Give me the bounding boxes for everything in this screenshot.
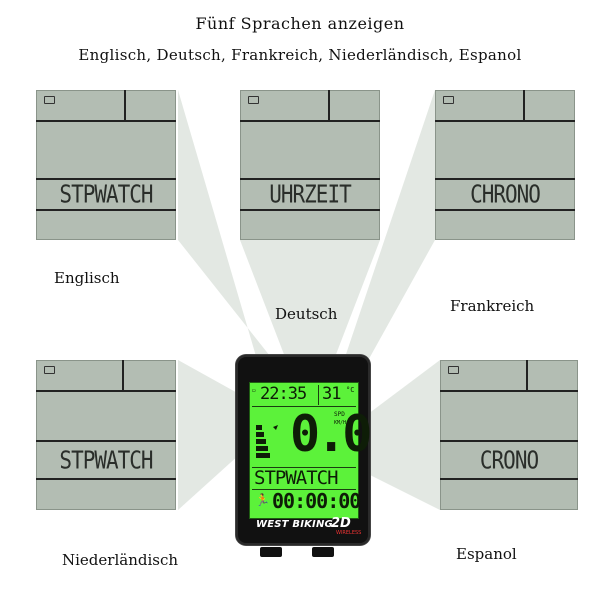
- battery-icon: [248, 96, 259, 104]
- title: Fünf Sprachen anzeigen: [195, 14, 405, 33]
- lcd-screen-german: UHRZEIT: [240, 90, 380, 240]
- mode-text: STPWATCH: [59, 445, 153, 475]
- speed-unit-kmh: KM/H: [334, 420, 347, 426]
- battery-icon: [44, 96, 55, 104]
- timer-readout: 00:00:00: [272, 489, 361, 513]
- speed-bars-icon: [256, 425, 278, 458]
- language-label-english: Englisch: [54, 269, 120, 287]
- temperature-unit: °C: [346, 386, 355, 394]
- battery-icon: [448, 366, 459, 374]
- device-mode-text: STPWATCH: [254, 467, 339, 489]
- brand-logo: WEST BIKING: [256, 519, 333, 530]
- mode-text: UHRZEIT: [269, 179, 352, 209]
- mode-text: STPWATCH: [59, 179, 153, 209]
- lcd-screen-spanish: CRONO: [440, 360, 578, 510]
- battery-icon: [443, 96, 454, 104]
- bike-computer: ▭ 22:35 31 °C 0.0 SPD KM/H STPWATCH 🏃 00…: [236, 355, 372, 545]
- model-tag: WIRELESS: [336, 530, 362, 536]
- model-logo: 2D: [331, 516, 351, 531]
- language-label-french: Frankreich: [450, 297, 535, 315]
- temperature-readout: 31: [322, 384, 342, 404]
- lcd-screen-english: STPWATCH: [36, 90, 176, 240]
- mode-text: CHRONO: [470, 179, 541, 209]
- device-lcd: ▭ 22:35 31 °C 0.0 SPD KM/H STPWATCH 🏃 00…: [249, 382, 372, 519]
- sensor-piece-right: [312, 547, 334, 557]
- sensor-piece-left: [260, 547, 282, 557]
- lcd-screen-french: CHRONO: [435, 90, 575, 240]
- language-label-spanish: Espanol: [456, 545, 517, 563]
- speed-readout: 0.0: [290, 405, 372, 463]
- mode-text: CRONO: [479, 445, 539, 475]
- speed-unit-spd: SPD: [334, 411, 345, 418]
- runner-icon: 🏃: [255, 493, 270, 507]
- lcd-screen-dutch: STPWATCH: [36, 360, 176, 510]
- battery-icon: [44, 366, 55, 374]
- battery-icon: ▭: [252, 387, 256, 394]
- clock-readout: 22:35: [260, 384, 307, 404]
- language-label-german: Deutsch: [275, 305, 338, 323]
- subtitle: Englisch, Deutsch, Frankreich, Niederlän…: [78, 46, 522, 64]
- language-label-dutch: Niederländisch: [62, 551, 179, 569]
